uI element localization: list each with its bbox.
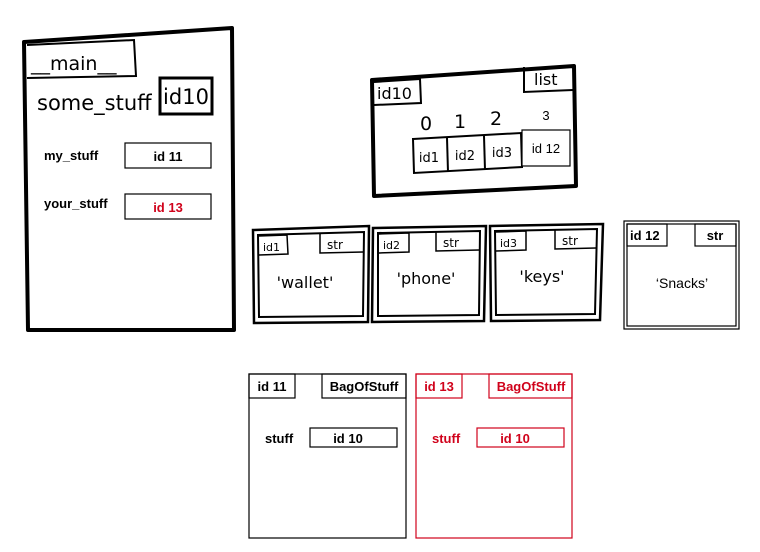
str-type-wallet: str xyxy=(327,238,343,252)
str-object-snacks: id 12 str ‘Snacks’ xyxy=(623,220,740,330)
title-var: some_stuff xyxy=(37,91,152,116)
str-object-keys: id3 str 'keys' xyxy=(488,222,605,323)
var-box-your-stuff xyxy=(124,193,212,220)
bag-attr-13: stuff xyxy=(432,431,461,446)
bag-object-id13: id 13 BagOfStuff stuff id 10 xyxy=(415,373,573,539)
bag-id-11: id 11 xyxy=(258,379,287,394)
list-index-0: 0 xyxy=(420,113,432,135)
list-ref-0: id1 xyxy=(419,151,439,166)
var-ref-your-stuff: id 13 xyxy=(153,200,183,215)
str-object-phone: id2 str 'phone' xyxy=(370,224,488,324)
bag-object-id11: id 11 BagOfStuff stuff id 10 xyxy=(248,373,407,539)
str-id-keys: id3 xyxy=(500,237,517,250)
list-extra-box xyxy=(521,129,571,167)
var-name-your-stuff: your_stuff xyxy=(44,196,108,211)
var-box-my-stuff xyxy=(124,142,212,169)
str-type-snacks: str xyxy=(707,228,724,243)
str-id-phone: id2 xyxy=(383,239,400,252)
list-id: id10 xyxy=(377,84,412,103)
list-index-3: 3 xyxy=(542,108,549,123)
main-frame: __main__ some_stuff id10 my_stuff id 11 … xyxy=(22,26,236,332)
str-id-wallet: id1 xyxy=(263,241,280,254)
list-index-2: 2 xyxy=(490,108,502,130)
str-value-keys: 'keys' xyxy=(519,267,564,286)
title-ref: id10 xyxy=(163,85,209,109)
str-type-phone: str xyxy=(443,236,459,250)
str-value-snacks: ‘Snacks’ xyxy=(656,275,708,291)
list-extra-ref: id 12 xyxy=(532,141,560,156)
bag-type-13: BagOfStuff xyxy=(497,379,566,394)
str-object-wallet: id1 str 'wallet' xyxy=(251,224,371,325)
str-id-snacks: id 12 xyxy=(630,228,660,243)
list-index-1: 1 xyxy=(454,111,466,133)
var-ref-my-stuff: id 11 xyxy=(154,149,183,164)
title-ref-box xyxy=(158,76,214,116)
list-type: list xyxy=(534,70,558,89)
frame-name: __main__ xyxy=(30,53,117,75)
list-ref-1: id2 xyxy=(455,149,475,164)
str-value-phone: 'phone' xyxy=(397,269,456,288)
str-value-wallet: 'wallet' xyxy=(277,273,334,292)
list-ref-2: id3 xyxy=(492,146,512,161)
bag-attr-11: stuff xyxy=(265,431,294,446)
str-type-keys: str xyxy=(562,234,578,248)
list-object: id10 list 0 1 2 3 id1 id2 id3 id 12 xyxy=(370,64,578,198)
var-name-my-stuff: my_stuff xyxy=(44,148,99,163)
bag-id-13: id 13 xyxy=(424,379,454,394)
bag-type-11: BagOfStuff xyxy=(330,379,399,394)
bag-ref-11: id 10 xyxy=(333,431,363,446)
bag-ref-13: id 10 xyxy=(500,431,530,446)
